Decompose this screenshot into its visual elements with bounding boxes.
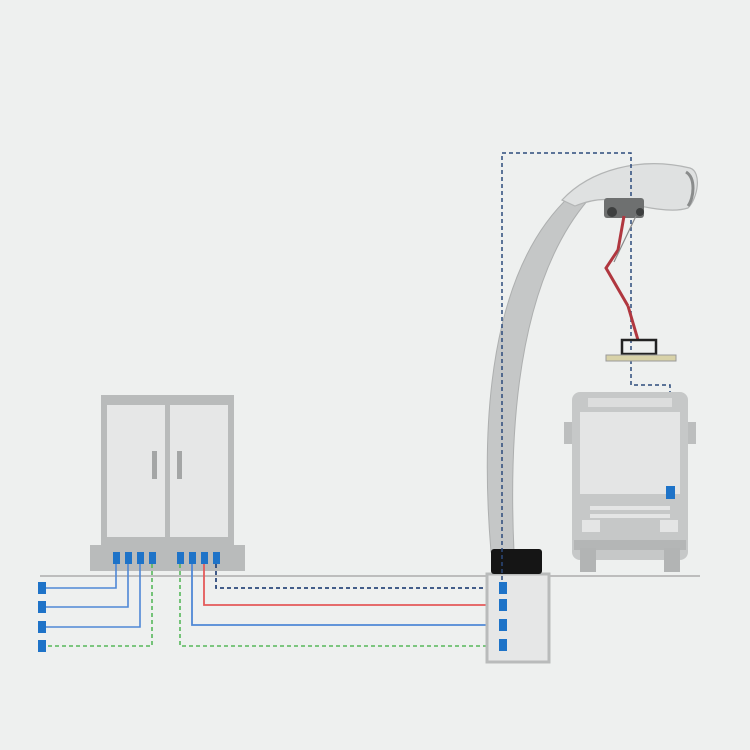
bus-headlight-right (660, 520, 678, 532)
wire-left-2 (45, 564, 129, 608)
left-terminal (38, 582, 46, 594)
cabinet-terminal (149, 552, 156, 564)
wire-dc-positive (203, 564, 499, 606)
bus-dest-sign (588, 398, 672, 407)
junction-terminal (499, 619, 507, 631)
bus-front (564, 392, 696, 572)
cabinet-terminal (177, 552, 184, 564)
wires-right (179, 564, 499, 647)
bus-windshield (580, 412, 680, 494)
bus-wheel-left (580, 548, 596, 572)
bus-grille (590, 506, 670, 510)
junction-terminal (499, 599, 507, 611)
cabinet-terminal (137, 552, 144, 564)
junction-terminal (499, 639, 507, 651)
pantograph-arm-upper (604, 215, 630, 307)
bus-bumper (574, 540, 686, 550)
cabinet-terminal (201, 552, 208, 564)
pantograph-joint (607, 207, 617, 217)
wire-signal (215, 564, 499, 589)
cabinet-terminal (113, 552, 120, 564)
ground-junction-box (485, 572, 551, 664)
mast-head-lens (685, 170, 695, 207)
pantograph-head (620, 338, 658, 356)
charging-mast (486, 163, 698, 574)
bus-wheel-right (664, 548, 680, 572)
charging-cabinet (90, 395, 245, 571)
left-terminal (38, 601, 46, 613)
bus-mirror-right (688, 422, 696, 444)
wire-left-1 (45, 564, 117, 589)
junction-terminal (499, 582, 507, 594)
cabinet-terminal (189, 552, 196, 564)
bus-mirror-left (564, 422, 572, 444)
pantograph-joint (636, 208, 644, 216)
wire-ground (179, 564, 499, 647)
cabinet-terminal (213, 552, 220, 564)
mast-base (491, 549, 542, 574)
left-terminal (38, 621, 46, 633)
pantograph (604, 198, 677, 362)
wires-left (45, 564, 153, 647)
pantograph-arm-lower (626, 305, 640, 341)
wire-dc-negative (191, 564, 499, 626)
bus-connector (666, 486, 675, 499)
junction-box-body (485, 572, 551, 664)
cabinet-terminal (125, 552, 132, 564)
bus-headlight-left (582, 520, 600, 532)
cabinet-handle-left (152, 451, 157, 479)
left-terminal (38, 640, 46, 652)
cabinet-handle-right (177, 451, 182, 479)
pantograph-contact-bar (605, 354, 677, 362)
bus-grille (590, 514, 670, 518)
pantograph-cable (613, 215, 637, 263)
wire-left-3 (45, 564, 141, 628)
